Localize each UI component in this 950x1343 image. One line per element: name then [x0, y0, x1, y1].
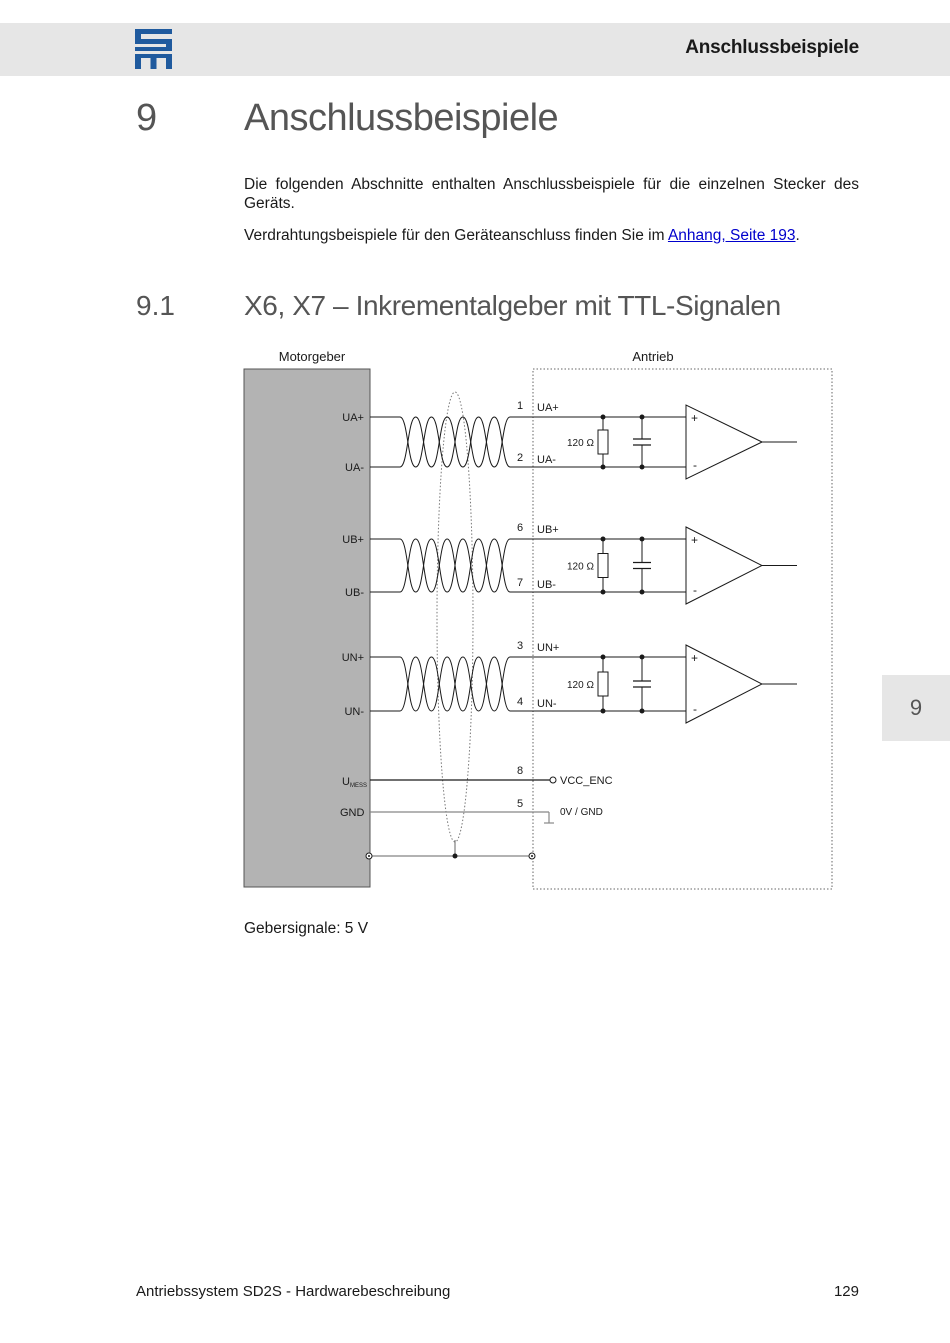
channel-3: UN+ UN- 3 4 UN+ UN- 120 Ω + -	[342, 640, 797, 724]
page-number: 129	[833, 1283, 859, 1300]
resistor-label: 120 Ω	[567, 562, 594, 573]
signal-label-pos: UB+	[342, 534, 364, 546]
motorgeber-label: Motorgeber	[279, 349, 346, 364]
footer-title: Antriebssystem SD2S - Hardwarebeschreibu…	[136, 1283, 451, 1300]
gnd-0v-label: 0V / GND	[560, 807, 603, 818]
signal-label-pos: UA+	[342, 412, 364, 424]
pin-number: 2	[517, 452, 523, 464]
pin-gnd: 5	[517, 798, 523, 810]
terminal-label: UA-	[537, 454, 556, 466]
pin-number: 3	[517, 640, 523, 652]
channel-2: UB+ UB- 6 7 UB+ UB- 120 Ω + -	[342, 522, 797, 605]
umess-label: UMESS	[342, 776, 367, 789]
resistor-label: 120 Ω	[567, 680, 594, 691]
opamp-minus: -	[693, 702, 697, 716]
vcc-enc-label: VCC_ENC	[560, 775, 613, 787]
section-number: 9.1	[136, 290, 175, 321]
signal-channels: UA+ UA- 1 2 UA+ UA- 120 Ω + - UB+ UB- 6 7 UB+ UB- 120 Ω…	[342, 400, 797, 724]
opamp-plus: +	[691, 533, 698, 547]
caption: Gebersignale: 5 V	[244, 920, 369, 937]
signal-label-pos: UN+	[342, 652, 364, 664]
chapter-tab[interactable]: 9	[882, 675, 950, 741]
opamp-plus: +	[691, 411, 698, 425]
gnd-label: GND	[340, 807, 365, 819]
shield-connection	[365, 840, 536, 860]
intro-paragraph: Die folgenden Abschnitte enthalten Ansch…	[244, 176, 859, 212]
resistor-symbol	[597, 553, 609, 578]
header-title: Anschlussbeispiele	[685, 37, 859, 58]
chapter-number: 9	[136, 97, 158, 139]
terminal-label: UB-	[537, 579, 556, 591]
opamp-plus: +	[691, 651, 698, 665]
terminal-label: UN+	[537, 642, 559, 654]
intro-paragraph-links: Verdrahtungsbeispiele für den Geräteansc…	[244, 226, 859, 245]
signal-label-neg: UA-	[345, 462, 364, 474]
appendix-link[interactable]: Anhang, Seite 193	[667, 227, 796, 244]
pin-number: 4	[517, 696, 523, 708]
terminal-label: UA+	[537, 402, 559, 414]
opamp-symbol	[685, 644, 764, 724]
opamp-minus: -	[693, 458, 697, 472]
pin-umess: 8	[517, 765, 523, 777]
pin-number: 1	[517, 400, 523, 412]
section-title: X6, X7 – Inkrementalgeber mit TTL-Signal…	[244, 290, 781, 321]
paragraph-text-end: .	[795, 227, 800, 244]
resistor-symbol	[597, 429, 609, 455]
opamp-symbol	[685, 404, 764, 480]
encoder-block	[243, 368, 371, 888]
pin-number: 7	[517, 577, 523, 589]
resistor-label: 120 Ω	[567, 438, 594, 449]
opamp-symbol	[685, 526, 764, 605]
channel-1: UA+ UA- 1 2 UA+ UA- 120 Ω + -	[342, 400, 797, 480]
gnd-line: GND 5 0V / GND	[340, 798, 603, 824]
terminal-label: UN-	[537, 698, 557, 710]
pin-number: 6	[517, 522, 523, 534]
terminal-label: UB+	[537, 524, 559, 536]
company-logo	[135, 29, 172, 69]
antrieb-label: Antrieb	[632, 349, 673, 364]
umess-line: UMESS 8 VCC_ENC	[342, 765, 613, 789]
resistor-symbol	[597, 671, 609, 697]
signal-label-neg: UB-	[345, 587, 364, 599]
signal-label-neg: UN-	[344, 706, 364, 718]
opamp-minus: -	[693, 583, 697, 597]
cable-shield	[436, 391, 474, 843]
paragraph-text: Verdrahtungsbeispiele für den Geräteansc…	[244, 227, 668, 244]
chapter-title: Anschlussbeispiele	[244, 97, 559, 139]
